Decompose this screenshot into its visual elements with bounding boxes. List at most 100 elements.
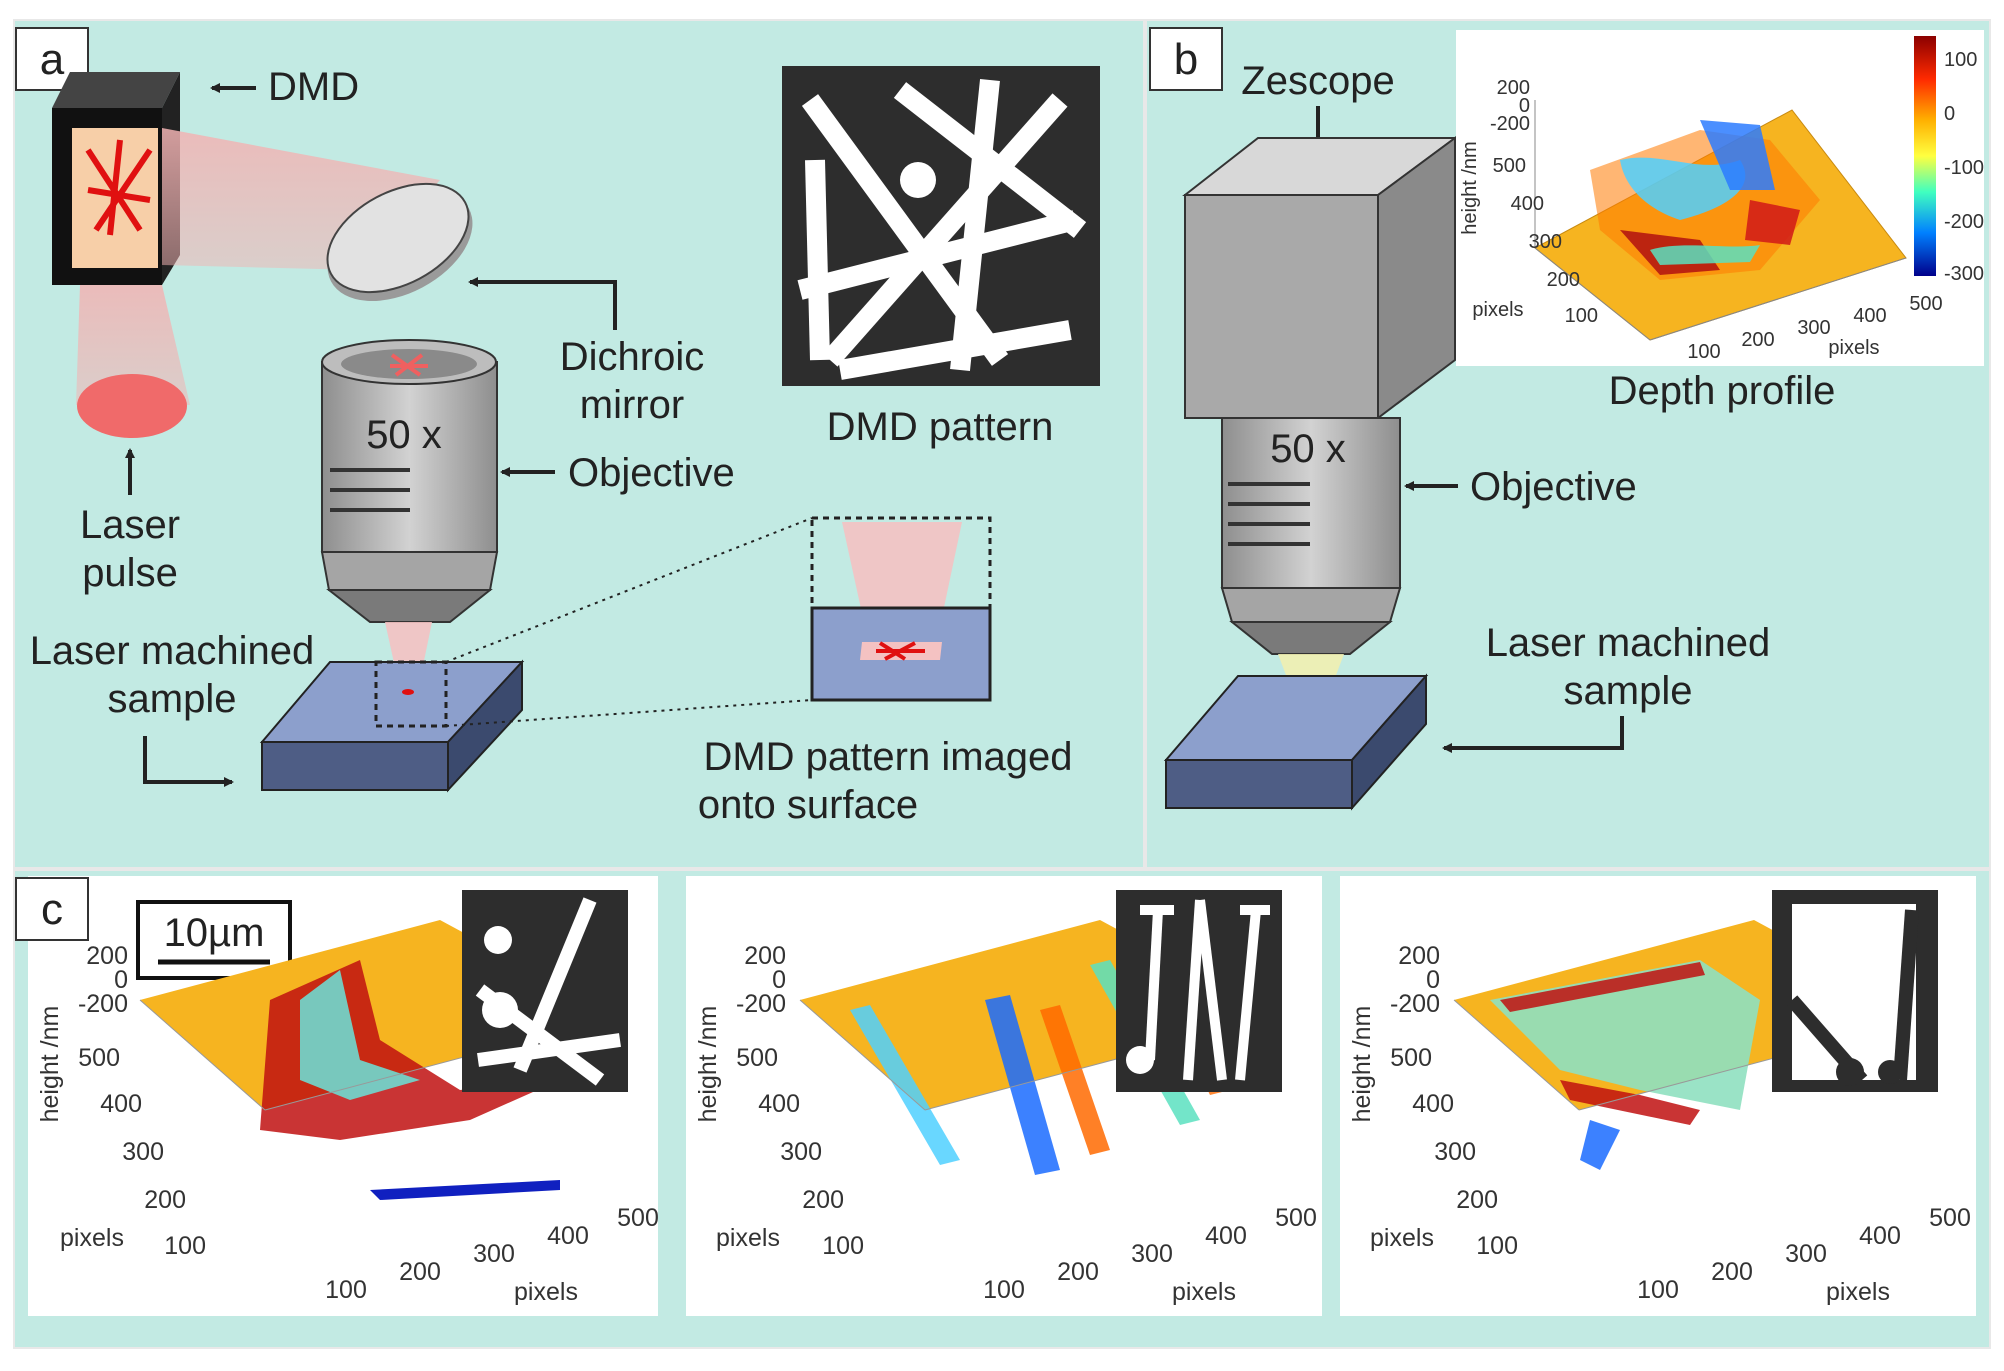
sample-a xyxy=(259,659,525,793)
plot-c1-x-tick-3: 400 xyxy=(547,1222,589,1250)
plot-c2-pattern-inset xyxy=(1116,890,1282,1092)
sample-b-label-line2: sample xyxy=(1564,669,1693,713)
dmd-pattern-caption: DMD pattern xyxy=(827,405,1054,449)
plot-c2-y-tick-4: 100 xyxy=(822,1232,864,1260)
plot-c3-x-tick-2: 300 xyxy=(1785,1240,1827,1268)
depth-profile-plot: height /nm 200 0 -200 500 400 300 200 10… xyxy=(1456,30,1984,366)
plot-c1-z-tick-2: -200 xyxy=(78,990,128,1018)
plot-c2-y-tick-1: 400 xyxy=(758,1090,800,1118)
plot-c3-x-tick-1: 200 xyxy=(1711,1258,1753,1286)
plot-c3-x-tick-4: 500 xyxy=(1929,1204,1971,1232)
plot-c1-pattern-inset xyxy=(462,890,628,1092)
scale-bar-label: 10µm xyxy=(164,911,265,955)
plot-c2-z-tick-1: 0 xyxy=(772,966,786,994)
depth-y-tick-2: 300 xyxy=(1529,231,1562,253)
plot-c3-y-tick-2: 300 xyxy=(1434,1138,1476,1166)
dmd-pattern-thumbnail xyxy=(85,139,153,236)
laser-beam-vertical xyxy=(76,285,190,405)
objective-a-mag: 50 x xyxy=(366,413,442,457)
objective-a-label: Objective xyxy=(568,451,735,495)
plot-c3-pattern-inset xyxy=(1772,890,1938,1092)
plot-c3-x-tick-0: 100 xyxy=(1637,1276,1679,1304)
dichroic-label-line2: mirror xyxy=(580,383,684,427)
plot-c2-y-tick-0: 500 xyxy=(736,1044,778,1072)
plot-c1-y-tick-2: 300 xyxy=(122,1138,164,1166)
zoom-inset xyxy=(810,516,992,702)
plot-c1-z-tick-1: 0 xyxy=(114,966,128,994)
depth-z-axis-label: height /nm xyxy=(1459,141,1481,234)
objective-b-label: Objective xyxy=(1470,465,1637,509)
dmd-device xyxy=(52,72,180,285)
plot-c1-x-tick-2: 300 xyxy=(473,1240,515,1268)
laser-pulse-label-line2: pulse xyxy=(82,551,178,595)
dichroic-label-line1: Dichroic xyxy=(560,335,704,379)
plot-c3-z-tick-1: 0 xyxy=(1426,966,1440,994)
depth-x-tick-2: 300 xyxy=(1797,317,1830,339)
depth-z-tick-1: 0 xyxy=(1519,95,1530,117)
plot-c1-y-tick-4: 100 xyxy=(164,1232,206,1260)
panel-b-label-box xyxy=(1149,27,1223,91)
imaged-label-line2: onto surface xyxy=(698,783,918,827)
imaged-label-line1: DMD pattern imaged xyxy=(703,735,1072,779)
sample-a-focus-box xyxy=(374,660,448,728)
laser-pulse-spot xyxy=(77,374,187,438)
depth-profile-caption: Depth profile xyxy=(1609,369,1836,413)
plot-c2-z-tick-0: 200 xyxy=(744,942,786,970)
dmd-pattern-inset xyxy=(782,66,1100,386)
plot-c2-y-tick-2: 300 xyxy=(780,1138,822,1166)
plot-c2-z-tick-2: -200 xyxy=(736,990,786,1018)
plot-c2-x-tick-4: 500 xyxy=(1275,1204,1317,1232)
zescope-camera xyxy=(1182,136,1459,421)
panel-a-label: a xyxy=(40,35,65,84)
objective-b-mag: 50 x xyxy=(1270,427,1346,471)
depth-z-tick-0: 200 xyxy=(1497,77,1530,99)
depth-y-tick-0: 500 xyxy=(1493,155,1526,177)
plot-c3-z-tick-0: 200 xyxy=(1398,942,1440,970)
depth-x-tick-0: 100 xyxy=(1687,341,1720,363)
zescope-label: Zescope xyxy=(1241,59,1394,103)
plot-c3-y-tick-1: 400 xyxy=(1412,1090,1454,1118)
panel-b-label: b xyxy=(1174,35,1198,84)
plot-c3-y-tick-0: 500 xyxy=(1390,1044,1432,1072)
zoom-line-top xyxy=(445,517,813,663)
plot-c1-z-tick-0: 200 xyxy=(86,942,128,970)
plot-c2-z-axis-label: height /nm xyxy=(694,1006,722,1123)
plot-c1-z-axis-label: height /nm xyxy=(36,1006,64,1123)
depth-y-tick-3: 200 xyxy=(1547,269,1580,291)
plot-c2-x-tick-1: 200 xyxy=(1057,1258,1099,1286)
depth-profile-features xyxy=(1590,120,1820,280)
objective-pattern-thumbnail xyxy=(390,353,428,377)
plot-c1-x-tick-0: 100 xyxy=(325,1276,367,1304)
colorbar-tick-2: -100 xyxy=(1944,157,1984,179)
depth-y-tick-4: 100 xyxy=(1565,305,1598,327)
plot-c1-x-label: pixels xyxy=(514,1278,578,1306)
plot-c2-y-tick-3: 200 xyxy=(802,1186,844,1214)
colorbar-tick-1: 0 xyxy=(1944,103,1955,125)
colorbar-tick-0: 100 xyxy=(1944,49,1977,71)
sample-b-arrow xyxy=(1442,716,1624,753)
plot-c1-y-label: pixels xyxy=(60,1224,124,1252)
sample-b-label-line1: Laser machined xyxy=(1486,621,1771,665)
plot-c1 xyxy=(139,890,628,1200)
plot-c2-x-tick-3: 400 xyxy=(1205,1222,1247,1250)
plot-c3-z-tick-2: -200 xyxy=(1390,990,1440,1018)
panel-b: b Zescope 50 x Objective Laser machined xyxy=(1145,19,1991,869)
depth-x-tick-3: 400 xyxy=(1853,305,1886,327)
plot-c2-y-label: pixels xyxy=(716,1224,780,1252)
sample-a-label-line2: sample xyxy=(108,677,237,721)
sample-b xyxy=(1163,673,1429,811)
plot-c3-z-axis-label: height /nm xyxy=(1348,1006,1376,1123)
plot-c2-x-tick-2: 300 xyxy=(1131,1240,1173,1268)
plot-c1-y-tick-3: 200 xyxy=(144,1186,186,1214)
objective-b: 50 x xyxy=(1220,417,1402,655)
colorbar-tick-3: -200 xyxy=(1944,211,1984,233)
plot-c2 xyxy=(799,890,1282,1175)
plot-c3-y-label: pixels xyxy=(1370,1224,1434,1252)
depth-y-label: pixels xyxy=(1472,299,1523,321)
plot-c1-x-tick-4: 500 xyxy=(617,1204,659,1232)
plot-c1-y-tick-1: 400 xyxy=(100,1090,142,1118)
depth-x-label: pixels xyxy=(1828,337,1879,359)
depth-x-tick-4: 500 xyxy=(1909,293,1942,315)
sample-a-arrow xyxy=(143,736,234,787)
panel-c-label: c xyxy=(41,885,63,934)
